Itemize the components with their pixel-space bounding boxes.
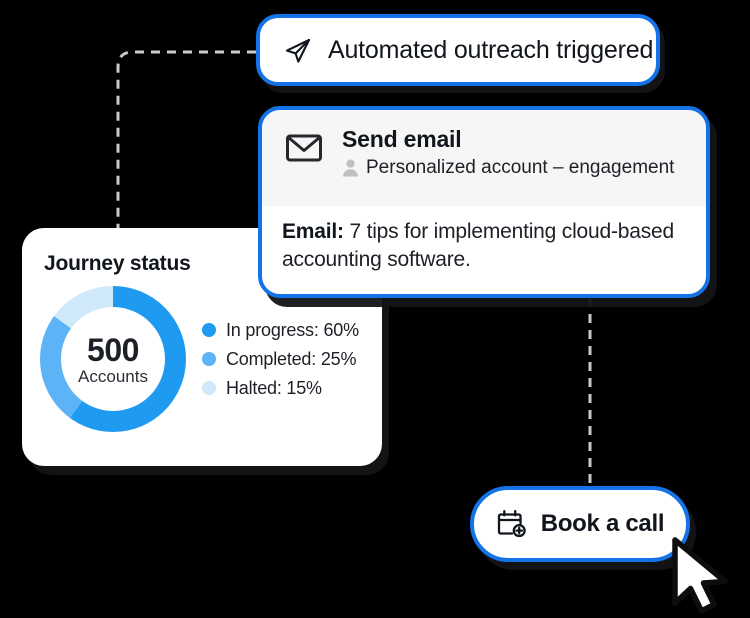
book-a-call-button[interactable]: Book a call bbox=[470, 486, 690, 562]
automated-outreach-label: Automated outreach triggered bbox=[328, 35, 654, 64]
donut-legend-dot bbox=[202, 381, 216, 395]
person-icon bbox=[342, 159, 359, 177]
envelope-icon bbox=[286, 134, 322, 162]
journey-status-donut-chart: 500 Accounts bbox=[40, 286, 186, 432]
send-email-body-prefix: Email: bbox=[282, 220, 344, 243]
send-email-header: Send email Personalized account – engage… bbox=[262, 110, 706, 206]
calendar-add-icon bbox=[497, 510, 526, 538]
donut-center-value: 500 bbox=[87, 331, 139, 368]
send-email-audience-row: Personalized account – engagement bbox=[342, 157, 674, 179]
send-email-body-text: 7 tips for implementing cloud-based acco… bbox=[282, 220, 674, 271]
donut-legend-dot bbox=[202, 323, 216, 337]
connector-outreach-to-journey bbox=[116, 50, 256, 248]
send-email-audience-label: Personalized account – engagement bbox=[366, 157, 675, 179]
send-email-body: Email: 7 tips for implementing cloud-bas… bbox=[262, 206, 706, 274]
donut-center-unit: Accounts bbox=[78, 366, 148, 386]
donut-center: 500 Accounts bbox=[61, 307, 165, 411]
donut-legend-label: In progress: 60% bbox=[226, 319, 359, 340]
send-email-card[interactable]: Send email Personalized account – engage… bbox=[258, 106, 710, 298]
donut-legend-item: Completed: 25% bbox=[202, 349, 359, 370]
donut-legend-label: Halted: 15% bbox=[226, 377, 322, 398]
book-a-call-label: Book a call bbox=[540, 510, 665, 537]
donut-legend-item: Halted: 15% bbox=[202, 378, 359, 399]
donut-legend: In progress: 60% Completed: 25% Halted: 15… bbox=[202, 320, 359, 399]
send-paper-plane-icon bbox=[285, 38, 311, 63]
donut-legend-dot bbox=[202, 352, 216, 366]
journey-status-title: Journey status bbox=[44, 252, 191, 275]
send-email-title: Send email bbox=[342, 126, 462, 152]
donut-legend-item: In progress: 60% bbox=[202, 320, 359, 341]
automated-outreach-card[interactable]: Automated outreach triggered bbox=[256, 14, 660, 86]
donut-legend-label: Completed: 25% bbox=[226, 348, 357, 369]
